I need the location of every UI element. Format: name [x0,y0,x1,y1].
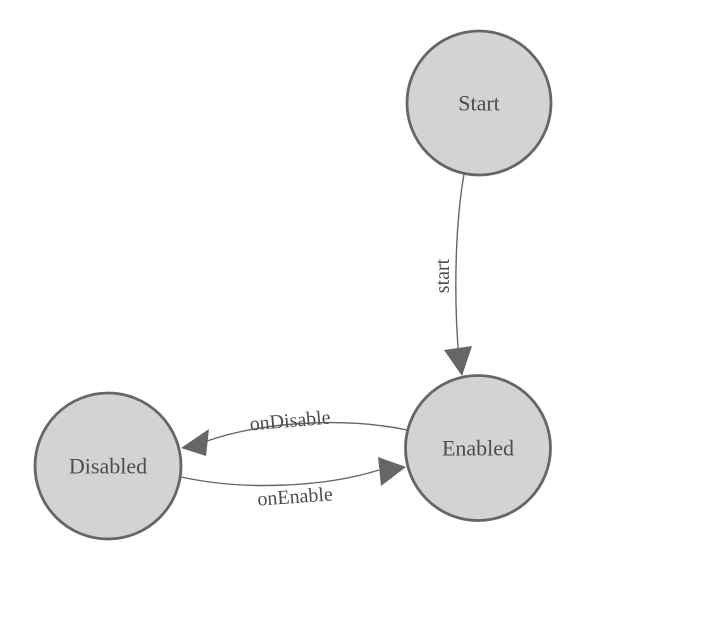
arrowhead-left-icon [181,429,209,456]
enabled-node-circle[interactable] [404,374,552,522]
edge-enabled-to-disabled: onDisable [181,406,408,456]
disabled-node-label: Disabled [69,454,147,479]
edge-line-onenable [180,469,380,487]
arrowhead-right-icon [378,457,406,486]
enabled-node-label: Enabled [442,436,514,461]
edge-disabled-to-enabled: onEnable [180,457,406,511]
edge-line-ondisable [206,421,408,442]
edge-start-to-enabled: start [432,173,472,376]
edge-label-ondisable: onDisable [249,406,332,435]
edge-label-onenable: onEnable [257,483,334,510]
start-node-label: Start [458,91,500,116]
state-node-disabled[interactable]: Disabled [33,391,183,541]
state-node-start[interactable]: Start [405,29,553,177]
edge-line-start [455,173,465,361]
state-node-enabled[interactable]: Enabled [404,374,552,522]
arrowhead-down-icon [444,346,472,376]
start-node-circle[interactable] [405,29,553,177]
edge-label-start: start [432,258,454,293]
disabled-node-circle[interactable] [33,391,183,541]
